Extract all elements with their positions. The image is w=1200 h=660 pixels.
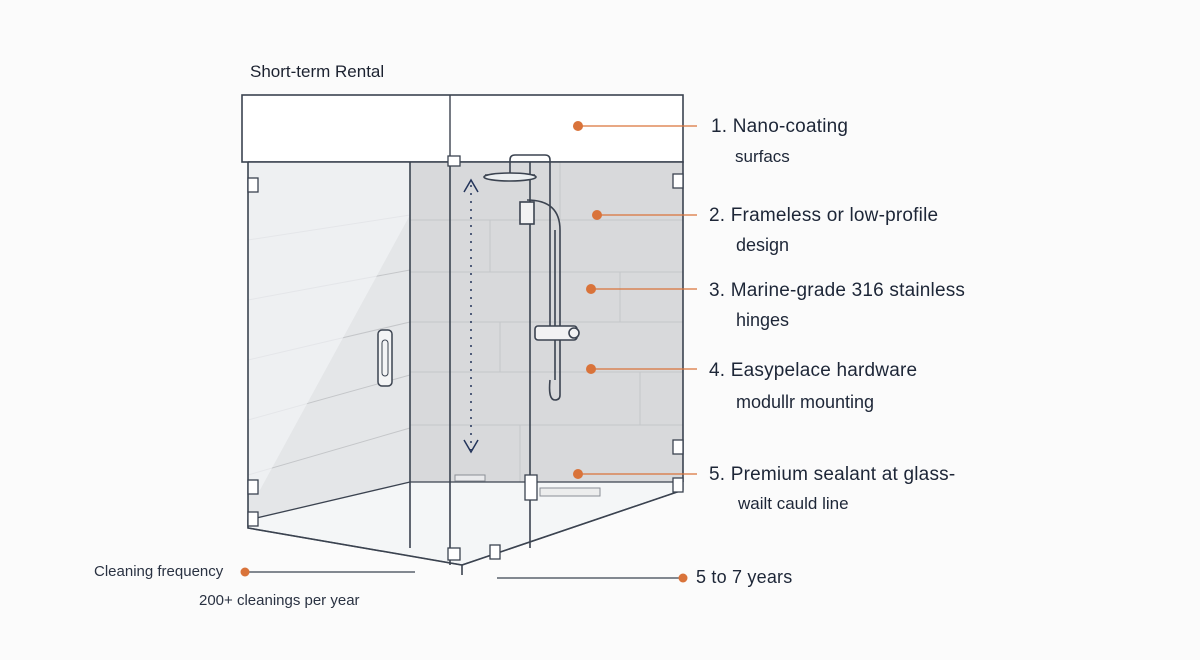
hinge-icon: [672, 173, 684, 189]
lifespan-dot: [678, 573, 688, 583]
glass-reflection: [248, 162, 410, 490]
height-arrow-icon: [463, 178, 479, 454]
diagram-title: Short-term Rental: [250, 62, 385, 81]
hinge-icon: [672, 477, 684, 493]
hinge-icon: [489, 544, 501, 560]
ceiling-band: [241, 94, 684, 163]
feature-1-title: 1. Nano-coating: [711, 116, 849, 137]
feature-5-subtitle: wailt cauld line: [738, 494, 849, 513]
hinge-icon: [672, 439, 684, 455]
feature-4-subtitle: modullr mounting: [736, 392, 875, 412]
callout-dots: [573, 121, 602, 479]
hinge-icon: [247, 479, 259, 495]
door-handle-icon: [377, 329, 393, 387]
lifespan-value: 5 to 7 years: [696, 567, 793, 587]
hinge-clamps: [247, 155, 684, 561]
feature-2-title: 2. Frameless or low-profile: [709, 205, 939, 226]
feature-1-subtitle: surfacs: [735, 147, 790, 166]
linear-drain: [539, 487, 601, 497]
feature-3-title: 3. Marine-grade 316 stainless: [709, 280, 966, 301]
callout-dot-2: [592, 210, 602, 220]
hinge-icon: [447, 155, 461, 167]
shower-fixture-icon: [483, 154, 580, 401]
hinge-icon: [447, 547, 461, 561]
feature-5-title: 5. Premium sealant at glass-: [709, 464, 956, 485]
feature-2-subtitle: design: [736, 235, 790, 255]
cleaning-frequency-value: 200+ cleanings per year: [199, 592, 360, 609]
hinge-icon: [247, 511, 259, 527]
callout-dot-1: [573, 121, 583, 131]
frequency-dot: [240, 567, 250, 577]
hinge-icon: [524, 474, 538, 501]
hinge-icon: [247, 177, 259, 193]
feature-4-title: 4. Easypelace hardware: [709, 360, 918, 381]
feature-3-subtitle: hinges: [736, 310, 790, 330]
callout-leaders: [578, 125, 697, 475]
drain: [454, 474, 486, 482]
cleaning-frequency-label: Cleaning frequency: [94, 563, 224, 580]
callout-dot-3: [586, 284, 596, 294]
callout-dot-5: [573, 469, 583, 479]
callout-dot-4: [586, 364, 596, 374]
